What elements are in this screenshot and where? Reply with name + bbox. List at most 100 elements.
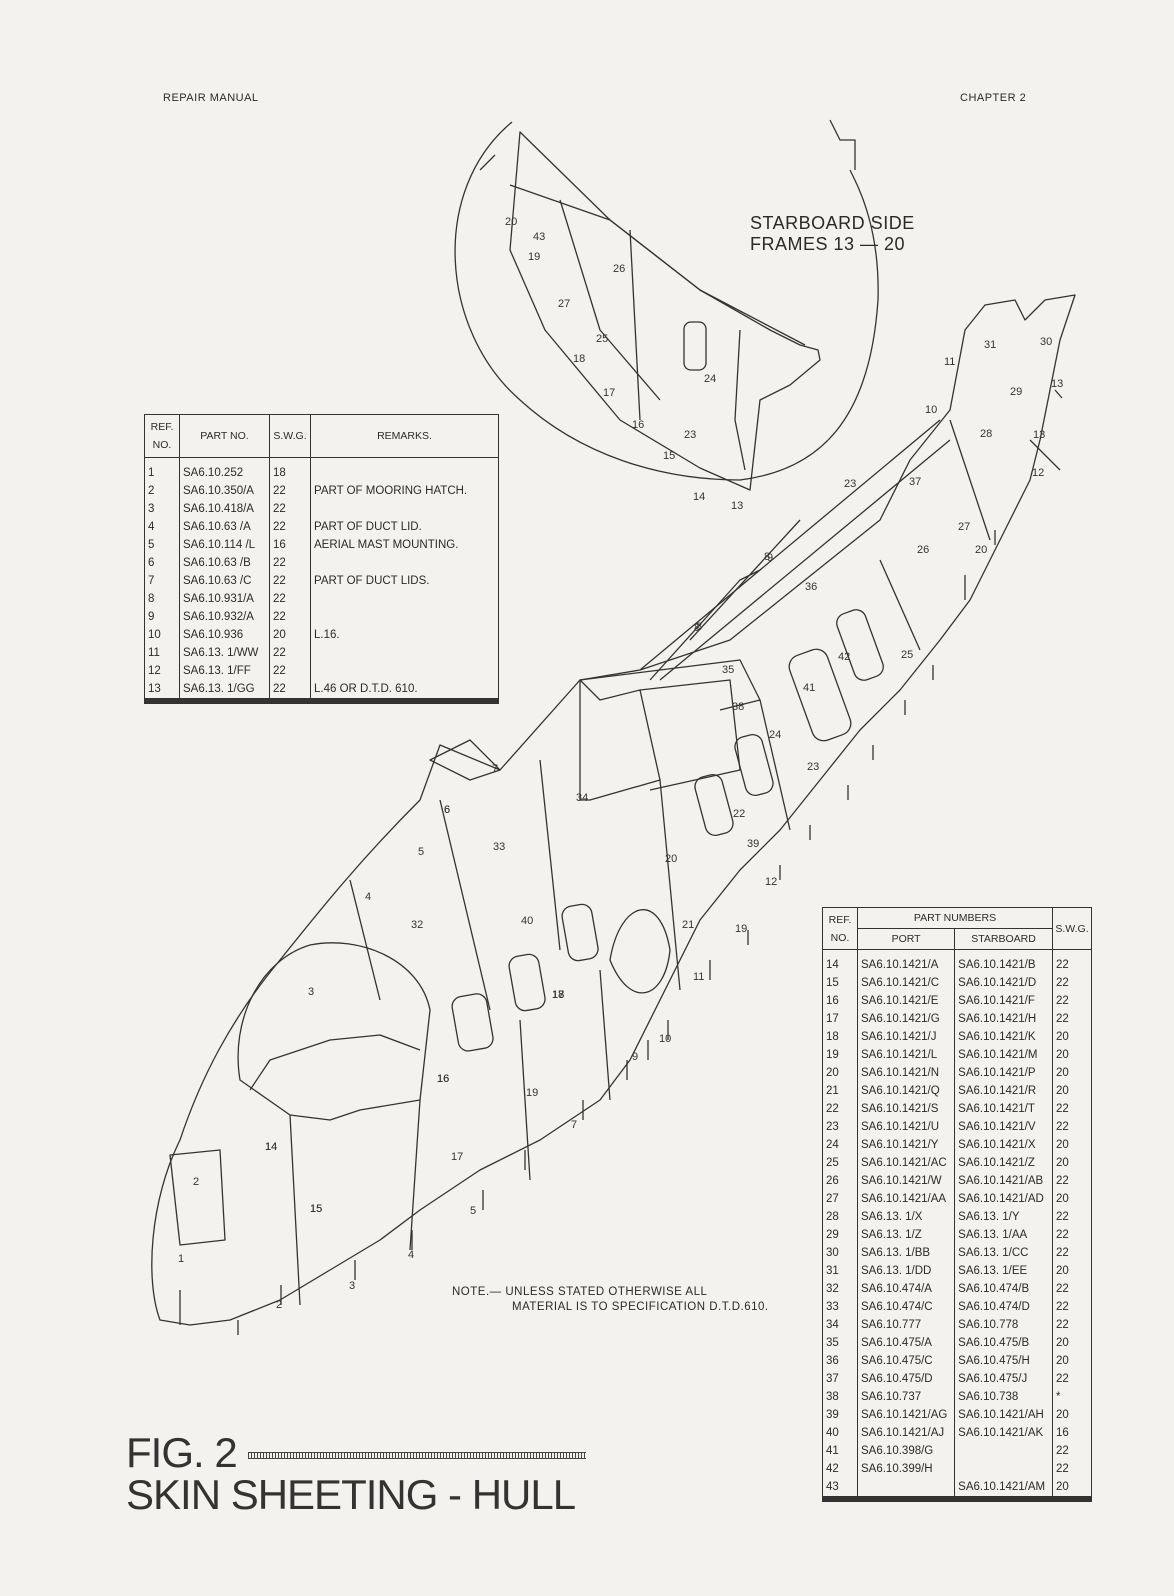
cell-swg: 22 xyxy=(269,500,311,518)
col-ref: REF. NO. xyxy=(144,414,180,458)
cell-ref: 16 xyxy=(822,992,858,1010)
cell-starboard: SA6.10.1421/M xyxy=(954,1046,1053,1064)
callout-label: 2 xyxy=(276,1299,282,1311)
inset-callout-label: 16 xyxy=(632,419,644,431)
cell-port: SA6.10.474/A xyxy=(857,1280,956,1298)
cell-ref: 31 xyxy=(822,1262,858,1280)
cell-remarks: L.46 OR D.T.D. 610. xyxy=(314,683,418,695)
cell-swg: 20 xyxy=(1056,1337,1069,1349)
cell-ref: 12 xyxy=(144,662,180,680)
callout-label: 17 xyxy=(451,1151,463,1163)
inset-callout-label: 18 xyxy=(573,353,585,365)
cell-swg: 22 xyxy=(269,572,311,590)
cell-swg: 18 xyxy=(269,457,311,482)
callout-label: 9 xyxy=(767,552,773,564)
callout-label: 38 xyxy=(732,701,744,713)
cell-part: SA6.10.114 /L xyxy=(179,536,270,554)
cell-part: SA6.10.936 xyxy=(179,626,270,644)
callout-label: 30 xyxy=(1040,336,1052,348)
col-port: PORT xyxy=(856,928,956,950)
cell-ref: 14 xyxy=(822,949,858,974)
cell-port: SA6.10.1421/AG xyxy=(857,1406,956,1424)
cell-starboard: SA6.10.475/H xyxy=(954,1352,1053,1370)
inset-panel xyxy=(509,131,821,491)
cell-swg: 20 xyxy=(1056,1481,1069,1493)
callout-label: 33 xyxy=(493,841,505,853)
cell-starboard xyxy=(954,1460,1053,1478)
cell-port: SA6.10.1421/U xyxy=(857,1118,956,1136)
callout-label: 36 xyxy=(805,581,817,593)
cell-port: SA6.10.475/D xyxy=(857,1370,956,1388)
cell-part: SA6.10.931/A xyxy=(179,590,270,608)
callout-label: 24 xyxy=(769,729,781,741)
cell-part: SA6.10.63 /A xyxy=(179,518,270,536)
cell-ref: 25 xyxy=(822,1154,858,1172)
inset-callout-label: 27 xyxy=(558,298,570,310)
cell-ref: 34 xyxy=(822,1316,858,1334)
inset-title: STARBOARD SIDE FRAMES 13 — 20 xyxy=(750,213,915,255)
cell-remarks xyxy=(311,554,499,572)
cell-ref: 23 xyxy=(822,1118,858,1136)
cell-starboard: SA6.10.474/D xyxy=(954,1298,1053,1316)
cell-ref: 17 xyxy=(822,1010,858,1028)
cell-starboard: SA6.10.778 xyxy=(954,1316,1053,1334)
col-ref: REF. NO. xyxy=(822,907,858,950)
callout-label: 5 xyxy=(418,846,424,858)
callout-label: 42 xyxy=(838,651,850,663)
cell-starboard: SA6.10.474/B xyxy=(954,1280,1053,1298)
callout-label: 13 xyxy=(1051,378,1063,390)
callout-label: 19 xyxy=(735,923,747,935)
cell-swg: 22 xyxy=(1056,1445,1069,1457)
cell-starboard: SA6.13. 1/Y xyxy=(954,1208,1053,1226)
cell-ref: 32 xyxy=(822,1280,858,1298)
callout-label: 20 xyxy=(665,853,677,865)
callout-label: 11 xyxy=(693,971,704,983)
cell-swg: 22 xyxy=(1056,1463,1069,1475)
cell-port: SA6.10.1421/N xyxy=(857,1064,956,1082)
cell-part: SA6.13. 1/GG xyxy=(179,680,270,701)
callout-label: 17 xyxy=(552,989,564,1001)
callout-label: 10 xyxy=(925,404,937,416)
cell-port: SA6.10.1421/W xyxy=(857,1172,956,1190)
note-line1: NOTE.— UNLESS STATED OTHERWISE ALL xyxy=(452,1286,708,1298)
figure-title: SKIN SHEETING - HULL xyxy=(126,1471,576,1518)
cell-starboard: SA6.10.1421/R xyxy=(954,1082,1053,1100)
inset-callout-label: 17 xyxy=(603,387,615,399)
cell-part: SA6.10.350/A xyxy=(179,482,270,500)
callout-label: 6 xyxy=(444,804,450,816)
cell-ref: 22 xyxy=(822,1100,858,1118)
callout-label: 14 xyxy=(265,1141,277,1153)
cell-port: SA6.10.737 xyxy=(857,1388,956,1406)
callout-label: 8 xyxy=(694,622,700,634)
cell-swg: 20 xyxy=(1056,1085,1069,1097)
cell-swg: 22 xyxy=(1056,1373,1069,1385)
cell-remarks: AERIAL MAST MOUNTING. xyxy=(314,539,459,551)
note-line2: MATERIAL IS TO SPECIFICATION D.T.D.610. xyxy=(512,1301,769,1313)
cell-ref: 6 xyxy=(144,554,180,572)
callout-label: 21 xyxy=(682,919,694,931)
cell-swg: 22 xyxy=(269,680,311,701)
cell-port: SA6.13. 1/DD xyxy=(857,1262,956,1280)
cell-ref: 41 xyxy=(822,1442,858,1460)
cell-swg: 22 xyxy=(1056,995,1069,1007)
cell-starboard: SA6.10.1421/Z xyxy=(954,1154,1053,1172)
figure-rule xyxy=(248,1452,586,1459)
header-left: REPAIR MANUAL xyxy=(163,92,259,104)
cell-ref: 26 xyxy=(822,1172,858,1190)
cell-starboard: SA6.10.1421/AK xyxy=(954,1424,1053,1442)
inset-title-line2: FRAMES 13 — 20 xyxy=(750,234,906,254)
cell-port: SA6.10.1421/AC xyxy=(857,1154,956,1172)
cell-port: SA6.10.474/C xyxy=(857,1298,956,1316)
